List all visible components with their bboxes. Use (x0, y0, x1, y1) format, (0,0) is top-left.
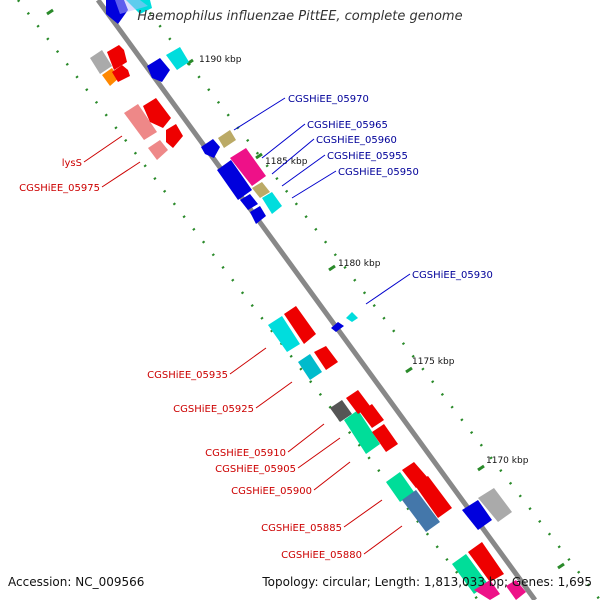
gene-feature (262, 192, 282, 214)
tick-label-1170: 1170 kbp (486, 456, 529, 466)
major-tick (405, 366, 413, 374)
gene-feature (218, 130, 236, 148)
gene-feature (330, 400, 352, 422)
feature-block-1175 (268, 306, 398, 454)
gene-feature (506, 580, 526, 600)
gene-feature (166, 47, 189, 70)
gene-feature (147, 58, 170, 82)
tick-label-1175: 1175 kbp (412, 357, 455, 367)
major-tick (328, 264, 336, 272)
leader-line (101, 161, 141, 188)
genome-backbone (95, 0, 538, 600)
leader-line (233, 97, 286, 131)
leader-line (83, 135, 123, 163)
leader-line (229, 347, 267, 375)
reverse-leaders (83, 135, 403, 555)
outer-tick-track (139, 0, 600, 600)
forward-leaders (233, 97, 411, 305)
topology-text: Topology: circular; Length: 1,813,033 bp… (262, 575, 592, 589)
gene-label-CGSHiEE_05900: CGSHiEE_05900 (231, 486, 312, 497)
gene-feature (201, 139, 220, 158)
gene-label-CGSHiEE_05950: CGSHiEE_05950 (338, 167, 419, 178)
gene-label-CGSHiEE_05910: CGSHiEE_05910 (205, 448, 286, 459)
gene-feature (346, 312, 358, 322)
gene-feature (474, 580, 500, 600)
leader-line (291, 170, 337, 199)
gene-feature (462, 500, 492, 530)
gene-feature (402, 490, 440, 532)
gene-feature (217, 160, 252, 200)
gene-label-CGSHiEE_05930: CGSHiEE_05930 (412, 270, 493, 281)
major-tick (557, 562, 565, 570)
gene-feature (360, 404, 384, 428)
gene-feature (166, 124, 183, 148)
gene-feature (268, 316, 300, 352)
feature-block-1170 (386, 462, 526, 600)
gene-feature (115, 0, 148, 14)
gene-feature (414, 476, 452, 518)
gene-feature (250, 206, 266, 224)
gene-feature (143, 98, 171, 128)
gene-label-CGSHiEE_05905: CGSHiEE_05905 (215, 464, 296, 475)
major-tick (255, 152, 263, 160)
gene-feature (346, 390, 370, 414)
gene-feature (90, 50, 112, 74)
gene-label-CGSHiEE_05955: CGSHiEE_05955 (327, 151, 408, 162)
map-title: Haemophilus influenzae PittEE, complete … (137, 9, 463, 24)
gene-feature (107, 45, 127, 70)
leader-line (363, 525, 403, 555)
major-tick (477, 464, 485, 472)
gene-feature (124, 104, 157, 140)
gene-label-CGSHiEE_05965: CGSHiEE_05965 (307, 120, 388, 131)
major-ticks (46, 8, 565, 570)
leader-line (271, 138, 315, 175)
leader-line (313, 461, 351, 491)
gene-label-CGSHiEE_05960: CGSHiEE_05960 (316, 135, 397, 146)
leader-line (287, 423, 325, 453)
gene-label-lysS: lysS (62, 158, 82, 169)
tick-label-1190: 1190 kbp (199, 55, 242, 65)
leader-line (297, 437, 341, 469)
leader-line (281, 154, 326, 187)
gene-label-CGSHiEE_05885: CGSHiEE_05885 (261, 523, 342, 534)
gene-feature (314, 346, 338, 370)
gene-feature (344, 410, 380, 454)
feature-block-top (90, 0, 189, 160)
inner-tick-track (17, 0, 479, 600)
gene-feature (386, 472, 414, 502)
gene-label-CGSHiEE_05880: CGSHiEE_05880 (281, 550, 362, 561)
gene-label-CGSHiEE_05925: CGSHiEE_05925 (173, 404, 254, 415)
feature-block-1185 (201, 130, 282, 224)
gene-feature (240, 194, 258, 210)
gene-feature (284, 306, 316, 344)
gene-label-CGSHiEE_05935: CGSHiEE_05935 (147, 370, 228, 381)
gene-label-CGSHiEE_05975: CGSHiEE_05975 (19, 183, 100, 194)
leader-line (261, 123, 306, 159)
gene-feature (252, 182, 270, 198)
major-tick (46, 8, 54, 16)
gene-label-CGSHiEE_05970: CGSHiEE_05970 (288, 94, 369, 105)
gene-feature (372, 424, 398, 452)
major-tick (186, 58, 194, 66)
gene-feature (331, 322, 344, 332)
gene-feature (452, 554, 488, 594)
accession-text: Accession: NC_009566 (8, 575, 145, 589)
gene-feature (230, 148, 266, 186)
gene-feature (298, 354, 322, 380)
gene-feature (148, 140, 168, 160)
leader-line (255, 381, 293, 409)
leader-line (365, 273, 411, 305)
leader-line (343, 499, 383, 528)
gene-feature (468, 542, 504, 582)
gene-feature (112, 65, 130, 82)
gene-feature (478, 488, 512, 522)
tick-label-1180: 1180 kbp (338, 259, 381, 269)
